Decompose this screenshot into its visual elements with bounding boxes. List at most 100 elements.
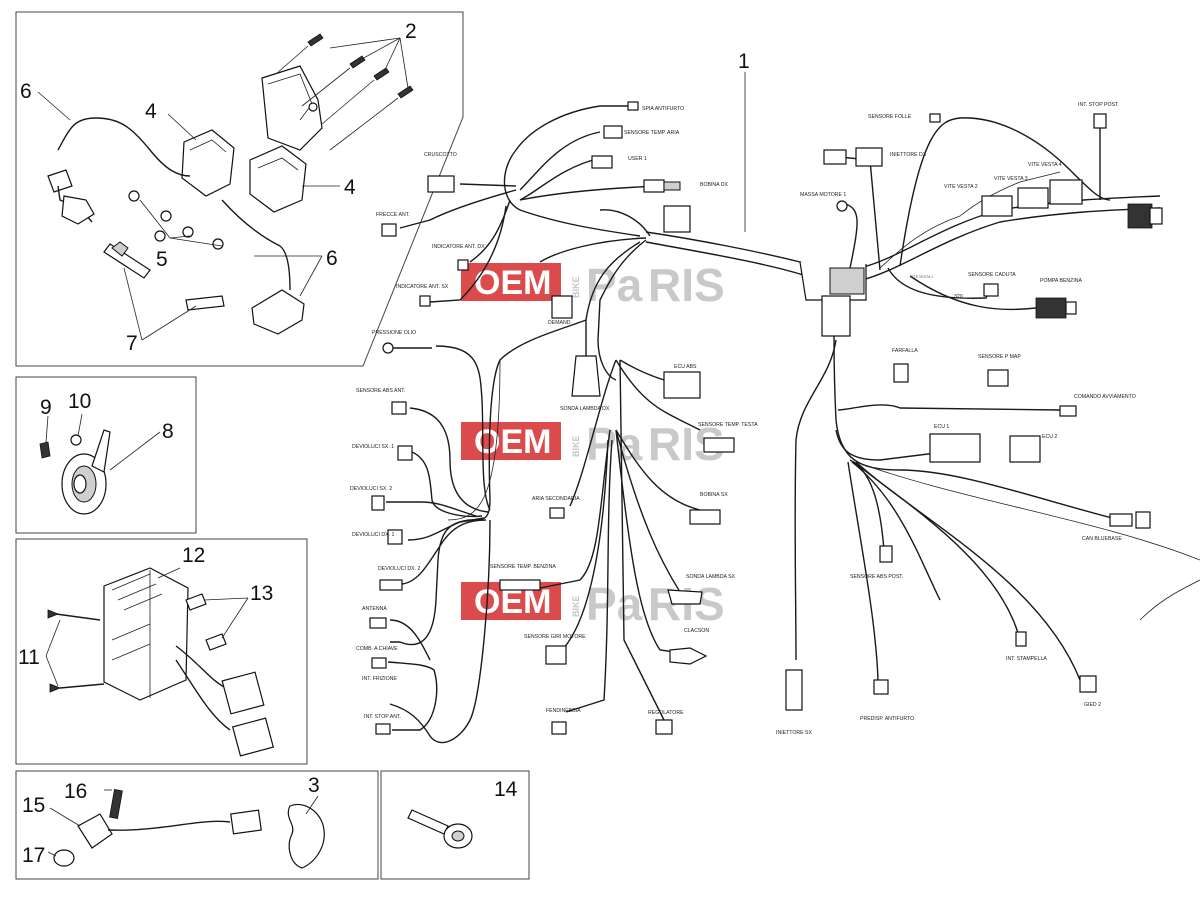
- sensor-cover: [287, 803, 325, 869]
- label-320: 320: [954, 294, 963, 300]
- label-int-stampella: INT. STAMPELLA: [1006, 656, 1047, 662]
- label-frecce-ant: FRECCE ANT.: [376, 212, 410, 218]
- label-sensore-temp-aria: SENSORE TEMP. ARIA: [624, 130, 680, 136]
- callout-8: 8: [162, 420, 174, 443]
- sensor-screw: [109, 789, 123, 819]
- label-clacson: CLACSON: [684, 628, 709, 634]
- label-predisp-antifurto: PREDISP. ANTIFURTO: [860, 716, 914, 722]
- label-int-stop-ant: INT. STOP ANT.: [364, 714, 401, 720]
- label-sensore-abs-ant: SENSORE ABS ANT.: [356, 388, 405, 394]
- label-iniettore-sx: INIETTORE SX: [776, 730, 812, 736]
- label-bobina-dx: BOBINA DX: [700, 182, 729, 188]
- watermark-oem: OEM: [474, 423, 551, 461]
- label-can-bluebase: CAN BLUEBASE: [1082, 536, 1122, 542]
- label-ecu-abs: ECU ABS: [674, 364, 697, 370]
- horn-washer: [70, 434, 82, 446]
- callout-4-right: 4: [344, 176, 356, 199]
- label-vite-vesta2: VITE VESTA 2: [944, 184, 978, 190]
- label-sensore-p-map: SENSORE P MAP: [978, 354, 1021, 360]
- label-vite-vesta3: VITE VESTA 3: [994, 176, 1028, 182]
- label-sensore-giri: SENSORE GIRI MOTORE: [524, 634, 586, 640]
- label-ecu1: ECU 1: [934, 424, 949, 430]
- label-int-frizione: INT. FRIZIONE: [362, 676, 397, 682]
- crank-sensor-assembly: [47, 789, 325, 869]
- callout-11: 11: [18, 646, 40, 669]
- label-comando-avviamento: COMANDO AVVIAMENTO: [1074, 394, 1136, 400]
- callout-1: 1: [738, 50, 750, 73]
- label-regolatore: REGOLATORE: [648, 710, 684, 716]
- label-aria-secondaria: ARIA SECONDARIA: [532, 496, 580, 502]
- switch-assembly: [407, 809, 473, 849]
- watermark-bike: BIKE: [571, 595, 581, 617]
- watermark-oem: OEM: [474, 264, 551, 302]
- callout-4-top: 4: [145, 100, 157, 123]
- label-farfalla: FARFALLA: [892, 348, 918, 354]
- label-pressione-olio: PRESSIONE OLIO: [372, 330, 416, 336]
- label-sensore-folle: SENSORE FOLLE: [868, 114, 912, 120]
- label-iniettore-dx: INIETTORE DX: [890, 152, 927, 158]
- callout-17: 17: [22, 844, 45, 867]
- callout-9: 9: [40, 396, 52, 419]
- regulator-assembly: [45, 567, 275, 757]
- watermark-pa: Pa: [586, 259, 643, 311]
- callout-14: 14: [494, 778, 518, 801]
- watermark-2: OEM BIKE Pa RIS: [461, 418, 725, 470]
- label-pompa-benzina: POMPA BENZINA: [1040, 278, 1083, 284]
- regulator-clip-top: [185, 593, 207, 611]
- label-massa-motore: MASSA MOTORE 1: [800, 192, 846, 198]
- harness-end-connector: [1127, 203, 1153, 229]
- label-sensore-temp-testa: SENSORE TEMP. TESTA: [698, 422, 758, 428]
- bolt-group: [275, 33, 414, 151]
- coil-bracket: [261, 65, 323, 151]
- horn-assembly: [39, 413, 161, 515]
- label-int-stop-post: INT. STOP POST.: [1078, 102, 1119, 108]
- connector-labels: CRUSCOTTO SPIA ANTIFURTO SENSORE TEMP. A…: [350, 102, 1136, 736]
- label-devio-sx1: DEVIOLUCI SX. 1: [352, 444, 394, 450]
- label-sonda-lambda-dx: SONDA LAMBDA DX: [560, 406, 610, 412]
- label-spia-antifurto: SPIA ANTIFURTO: [642, 106, 684, 112]
- label-vite-vesta1: VITE VESTA 1: [910, 275, 933, 279]
- label-antenna: ANTENNA: [362, 606, 387, 612]
- crank-sensor-body: [77, 813, 113, 849]
- panel-regulator: [15, 538, 308, 765]
- connector-glyphs: [369, 101, 1151, 735]
- regulator-connector-1: [221, 671, 265, 715]
- harness-junction: [821, 295, 851, 337]
- label-gied2: GIED 2: [1084, 702, 1101, 708]
- label-devio-dx1: DEVIOLUCI DX. 1: [352, 532, 394, 538]
- callout-5: 5: [156, 248, 168, 271]
- temp-sensor-plug: [185, 295, 225, 311]
- callout-13: 13: [250, 582, 273, 605]
- main-harness: [386, 105, 1200, 744]
- callout-7: 7: [126, 332, 138, 355]
- ignition-coil-right: [249, 145, 307, 213]
- label-devio-sx2: DEVIOLUCI SX. 2: [350, 486, 392, 492]
- watermark-ris: RIS: [648, 259, 725, 311]
- watermark-bike: BIKE: [571, 276, 581, 298]
- plug-cap-left: [61, 195, 95, 225]
- regulator-connector-2: [231, 717, 275, 757]
- label-bobina-sx: BOBINA SX: [700, 492, 728, 498]
- nut-group: [128, 190, 224, 250]
- switch-bracket: [407, 809, 449, 835]
- watermark-pa: Pa: [586, 578, 643, 630]
- panel-crank-sensor: [15, 770, 379, 880]
- callout-2: 2: [405, 20, 417, 43]
- crank-connector: [230, 809, 262, 835]
- watermark-pa: Pa: [586, 418, 643, 470]
- label-fendinebbia: FENDINEBBIA: [546, 708, 581, 714]
- ignition-assembly: [37, 33, 414, 341]
- label-indicatore-ant-sx: INDICATORE ANT. SX: [396, 284, 449, 290]
- watermark-bike: BIKE: [571, 435, 581, 457]
- label-sonda-lambda-sx: SONDA LAMBDA SX: [686, 574, 736, 580]
- callout-6-top: 6: [20, 80, 32, 103]
- panel-horn: [15, 376, 197, 534]
- horn-bracket: [91, 429, 111, 473]
- panel-switch: [380, 770, 530, 880]
- label-indicatore-ant-dx: INDICATORE ANT. DX: [432, 244, 485, 250]
- label-vite-vesta4: VITE VESTA 4: [1028, 162, 1062, 168]
- regulator-body: [103, 567, 189, 701]
- label-cruscotto: CRUSCOTTO: [424, 152, 457, 158]
